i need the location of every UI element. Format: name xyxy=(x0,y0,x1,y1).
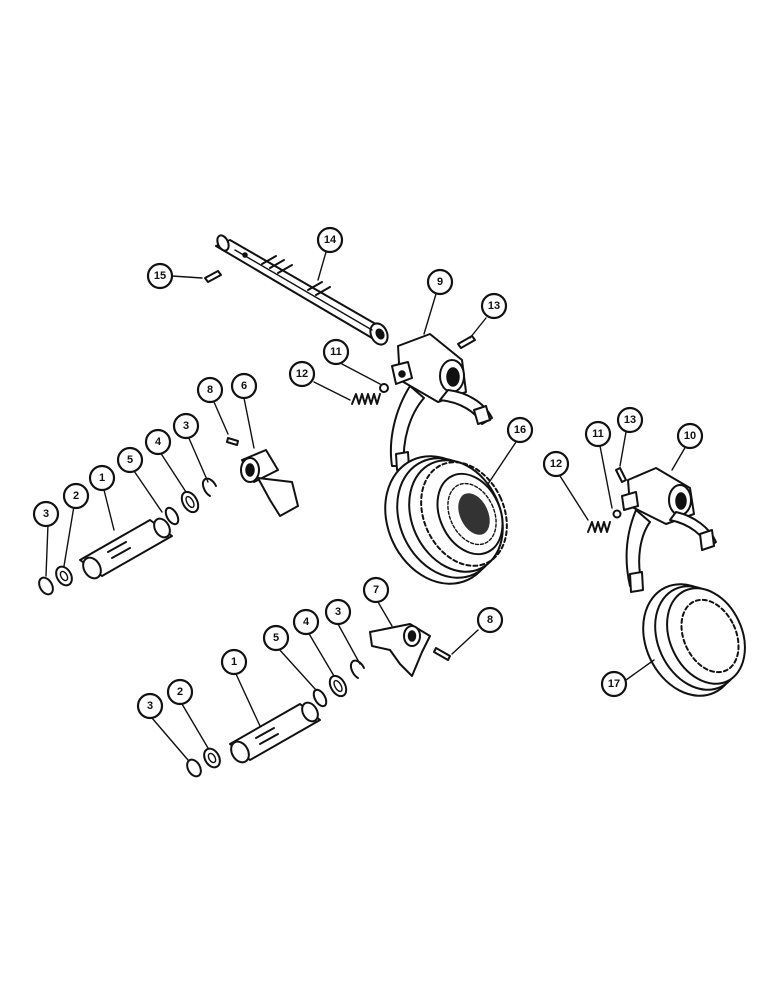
callout-15: 15 xyxy=(146,262,174,290)
callout-label: 13 xyxy=(488,300,500,312)
callout-11-right: 11 xyxy=(584,420,612,448)
callout-label: 16 xyxy=(514,424,526,436)
part-4-washer-lower xyxy=(328,674,348,698)
callout-3-upper-right: 3 xyxy=(172,412,200,440)
part-13-pin-right xyxy=(615,467,627,483)
callout-label: 3 xyxy=(183,420,189,432)
callout-5-upper: 5 xyxy=(116,446,144,474)
part-3-snapring-upper-right xyxy=(201,477,217,497)
callout-5-lower: 5 xyxy=(262,624,290,652)
part-12-spring-right xyxy=(587,521,611,533)
callout-16: 16 xyxy=(506,416,534,444)
callout-label: 12 xyxy=(296,368,308,380)
part-15-pin xyxy=(204,270,222,283)
callout-17: 17 xyxy=(600,670,628,698)
callout-label: 9 xyxy=(437,276,443,288)
callout-label: 5 xyxy=(127,454,133,466)
callout-9: 9 xyxy=(426,268,454,296)
part-3-snapring-lower-left xyxy=(186,758,202,778)
callout-label: 2 xyxy=(177,686,183,698)
part-3-snapring-lower-right xyxy=(349,659,365,679)
callout-11-upper: 11 xyxy=(322,338,350,366)
part-7-shift-lever xyxy=(369,623,431,677)
callout-label: 12 xyxy=(550,458,562,470)
part-8-pin-upper xyxy=(226,437,239,446)
part-6-shift-lever xyxy=(240,449,299,517)
callout-label: 11 xyxy=(330,346,342,358)
callout-label: 1 xyxy=(231,656,237,668)
callout-label: 4 xyxy=(303,616,310,628)
callout-label: 3 xyxy=(147,700,153,712)
part-9-shift-fork xyxy=(389,333,493,471)
part-2-washer-upper xyxy=(55,565,73,587)
callout-14: 14 xyxy=(316,226,344,254)
callout-label: 1 xyxy=(99,472,105,484)
callout-12-right: 12 xyxy=(542,450,570,478)
callout-1-upper: 1 xyxy=(88,464,116,492)
callout-label: 14 xyxy=(324,234,337,246)
part-5-ring-upper xyxy=(164,506,180,526)
part-1-shaft-lower xyxy=(229,701,321,764)
part-16-synchronizer-gear xyxy=(384,455,508,585)
callout-2-lower: 2 xyxy=(166,678,194,706)
callout-label: 3 xyxy=(43,508,49,520)
callout-2-upper: 2 xyxy=(62,482,90,510)
callout-10: 10 xyxy=(676,422,704,450)
part-8-pin-lower xyxy=(433,647,451,661)
callout-6: 6 xyxy=(230,372,258,400)
part-11-ball-upper xyxy=(379,383,389,393)
leader-lines xyxy=(45,251,687,761)
part-12-spring-upper xyxy=(351,393,381,405)
callout-label: 11 xyxy=(592,428,604,440)
part-11-ball-right xyxy=(612,509,622,519)
callout-label: 7 xyxy=(373,584,379,596)
callout-label: 13 xyxy=(624,414,636,426)
callout-3-lower-right: 3 xyxy=(324,598,352,626)
callout-label: 5 xyxy=(273,632,279,644)
callout-4-upper: 4 xyxy=(144,428,172,456)
callout-13-right: 13 xyxy=(616,406,644,434)
part-1-shaft-upper xyxy=(79,517,173,580)
callout-label: 3 xyxy=(335,606,341,618)
part-2-washer-lower xyxy=(203,747,221,769)
callout-4-lower: 4 xyxy=(292,608,320,636)
callout-8-lower: 8 xyxy=(476,606,504,634)
callout-7: 7 xyxy=(362,576,390,604)
part-17-sleeve xyxy=(642,583,746,697)
callout-label: 4 xyxy=(155,436,162,448)
callout-label: 10 xyxy=(684,430,696,442)
callout-label: 17 xyxy=(608,678,620,690)
callout-1-lower: 1 xyxy=(220,648,248,676)
part-3-snapring-upper-left xyxy=(38,576,54,596)
callout-label: 8 xyxy=(207,384,213,396)
callout-label: 8 xyxy=(487,614,493,626)
callout-3-upper-left: 3 xyxy=(32,500,60,528)
callout-8-upper: 8 xyxy=(196,376,224,404)
callout-label: 2 xyxy=(73,490,79,502)
callout-label: 15 xyxy=(154,270,166,282)
callout-3-lower-left: 3 xyxy=(136,692,164,720)
callout-12-upper: 12 xyxy=(288,360,316,388)
callout-13-upper: 13 xyxy=(480,292,508,320)
callout-label: 6 xyxy=(241,380,247,392)
part-10-shift-fork xyxy=(621,467,717,593)
part-4-washer-upper xyxy=(180,490,200,514)
part-13-pin-upper xyxy=(457,335,476,349)
part-14-shift-rail xyxy=(215,234,389,346)
